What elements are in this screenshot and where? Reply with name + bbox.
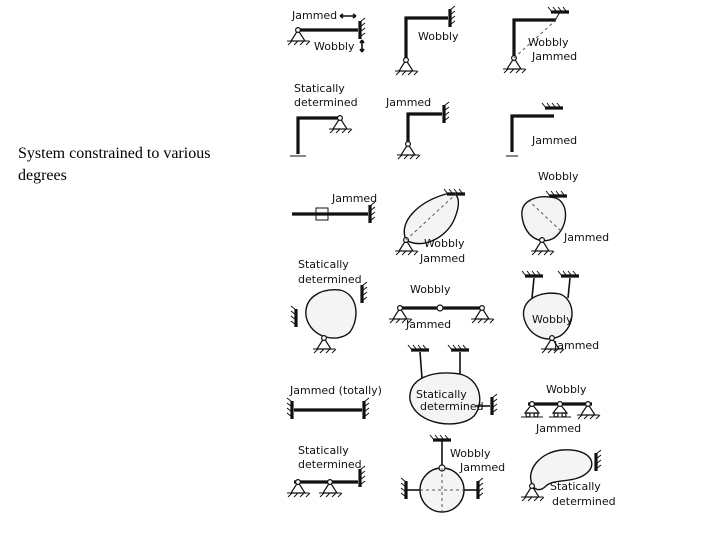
label-jammed: Jammed	[563, 231, 609, 244]
system-beam-statically-determined: Statically determined	[286, 444, 367, 498]
system-frame-wobbly-jammed: Wobbly Jammed	[502, 5, 577, 74]
label-jammed: Jammed	[291, 9, 337, 22]
label-determined: determined	[294, 96, 358, 109]
label-determined: determined	[552, 495, 616, 508]
label-jammed: Jammed	[385, 96, 431, 109]
label-wobbly: Wobbly	[450, 447, 491, 460]
label-wobbly: Wobbly	[538, 170, 579, 183]
system-body-wobbly-jammed: Wobbly Jammed	[394, 187, 467, 265]
label-wobbly: Wobbly	[314, 40, 355, 53]
system-body-wobbly-jammed-3: Wobbly Jammed	[399, 433, 505, 513]
system-body-statically-determined-3: Statically determined	[520, 448, 616, 508]
system-frame-wobbly: Wobbly	[394, 4, 459, 76]
system-body-hanging-wobbly-jammed: Wobbly Jammed	[520, 269, 599, 354]
label-wobbly: Wobbly	[410, 283, 451, 296]
label-jammed: Jammed	[419, 252, 465, 265]
system-beam-jammed-totally: Jammed (totally)	[285, 384, 382, 421]
label-determined: determined	[420, 400, 484, 413]
label-determined: determined	[298, 458, 362, 471]
caption-text: System constrained to various degrees	[18, 145, 211, 184]
structural-systems-sketch: Jammed Wobbly Wobbly Wobbly Jammed Stati…	[285, 4, 616, 513]
system-beam-wobbly-jammed-2: Wobbly Jammed	[520, 383, 601, 435]
label-jammed: Jammed	[531, 50, 577, 63]
label-wobbly: Wobbly	[424, 237, 465, 250]
label-statically: Statically	[416, 388, 467, 401]
label-wobbly: Wobbly	[418, 30, 459, 43]
system-beam-jammed: Jammed	[292, 192, 377, 225]
label-jammed: Jammed	[331, 192, 377, 205]
label-determined: determined	[298, 273, 362, 286]
system-body-statically-determined-2: Statically determined	[406, 343, 499, 425]
label-jammed: Jammed	[459, 461, 505, 474]
system-body-wobbly-jammed-2: Wobbly Jammed	[521, 170, 609, 256]
label-jammed: Jammed	[531, 134, 577, 147]
label-statically: Statically	[298, 444, 349, 457]
label-wobbly: Wobbly	[546, 383, 587, 396]
label-statically: Statically	[298, 258, 349, 271]
system-frame-jammed-2: Jammed	[506, 101, 577, 157]
system-frame-statically-determined: Statically determined	[290, 82, 358, 157]
label-jammed-totally: Jammed (totally)	[289, 384, 382, 397]
system-beam-jammed-wobbly: Jammed Wobbly	[286, 9, 367, 53]
system-beam-wobbly-jammed: Wobbly Jammed	[388, 283, 495, 331]
label-statically: Statically	[294, 82, 345, 95]
label-wobbly: Wobbly	[532, 313, 573, 326]
system-frame-jammed: Jammed	[385, 96, 451, 160]
label-jammed: Jammed	[405, 318, 451, 331]
label-jammed: Jammed	[535, 422, 581, 435]
label-jammed: Jammed	[553, 339, 599, 352]
system-body-statically-determined: Statically determined	[289, 258, 369, 354]
label-statically: Statically	[550, 480, 601, 493]
label-wobbly: Wobbly	[528, 36, 569, 49]
